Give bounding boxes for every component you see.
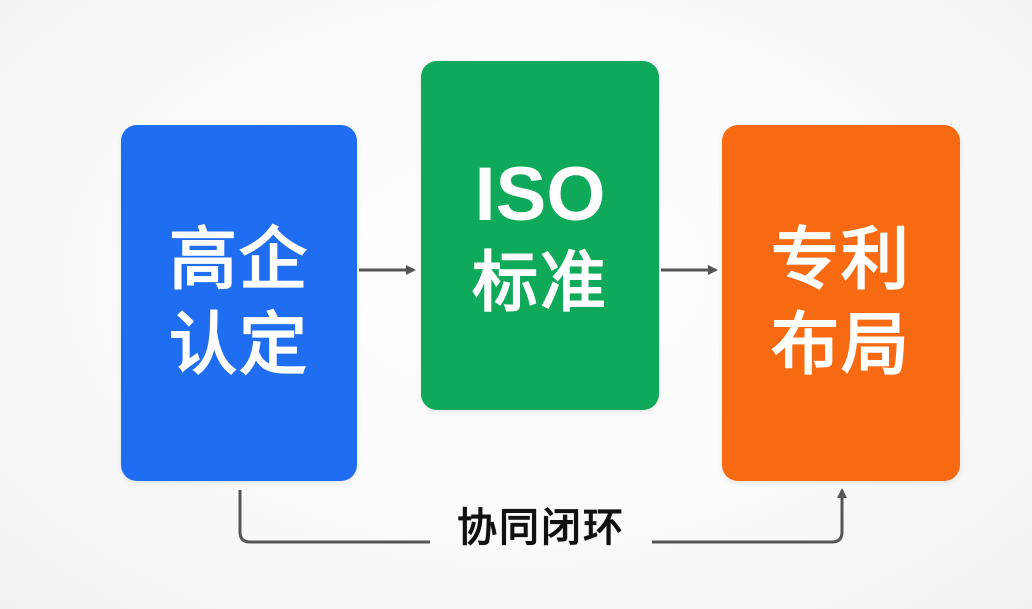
- loop-label: 协同闭环: [457, 505, 625, 551]
- node-iso-line-2: 标准: [472, 243, 608, 321]
- node-gaoqi-renzheng: 高企 认定: [121, 125, 357, 481]
- node-gaoqi-line-2: 认定: [168, 306, 309, 385]
- node-iso-line-1: ISO: [474, 151, 606, 237]
- feedback-loop-right-segment: [652, 488, 847, 544]
- feedback-loop-left-segment: [238, 490, 430, 544]
- node-gaoqi-line-1: 高企: [168, 221, 309, 300]
- node-zhuanli-line-2: 布局: [770, 306, 911, 385]
- node-iso-biaozhun: ISO 标准: [421, 61, 659, 410]
- node-zhuanli-buju: 专利 布局: [722, 125, 960, 481]
- node-zhuanli-line-1: 专利: [770, 221, 911, 300]
